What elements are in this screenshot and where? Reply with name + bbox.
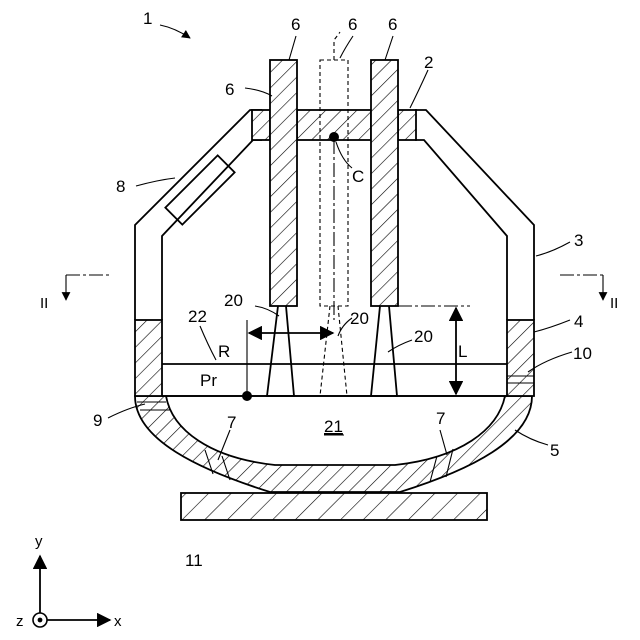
leader-20a <box>255 306 279 316</box>
label-electrode-d: 6 <box>225 80 234 99</box>
leader-C <box>336 142 352 168</box>
label-arc-b: 20 <box>350 309 369 328</box>
leader-22 <box>200 326 216 360</box>
leader-6d <box>245 88 272 96</box>
label-hearth: 5 <box>550 441 559 460</box>
label-roof: 2 <box>424 53 433 72</box>
label-tuyere-right: 7 <box>436 409 445 428</box>
electrode-center-dashed-top <box>334 32 340 60</box>
label-section-left: II <box>40 295 48 312</box>
hearth-shell <box>135 396 532 492</box>
axis-z-dot <box>38 618 43 623</box>
label-arc-c: 20 <box>414 327 433 346</box>
electrode-left <box>270 60 297 306</box>
label-axis-x: x <box>114 613 122 630</box>
label-axis-z: z <box>16 613 24 630</box>
leader-4 <box>534 320 570 332</box>
label-electrode-c: 6 <box>388 15 397 34</box>
leader-8 <box>136 178 175 186</box>
label-point: Pr <box>200 371 217 390</box>
leader-6b <box>340 36 353 58</box>
roof-right <box>398 110 416 140</box>
arc-right <box>371 306 397 396</box>
label-radius: R <box>218 342 230 361</box>
leader-6a <box>289 36 296 60</box>
label-tuyere-left: 7 <box>227 413 236 432</box>
label-electrode-b: 6 <box>348 15 357 34</box>
label-length: L <box>458 342 467 361</box>
port-flange <box>165 155 234 224</box>
leader-5 <box>515 430 548 445</box>
electrode-right <box>371 60 398 306</box>
label-tap-right: 10 <box>573 344 592 363</box>
label-tap-left: 9 <box>93 411 102 430</box>
ring-right <box>507 320 534 396</box>
leader-3 <box>536 242 570 256</box>
leader-1 <box>160 25 190 38</box>
label-slag-level: 22 <box>188 307 207 326</box>
base-plate <box>181 493 487 520</box>
label-electrode-a: 6 <box>291 15 300 34</box>
label-side-wall: 3 <box>574 231 583 250</box>
leader-7r <box>440 430 447 455</box>
label-bath: 21 <box>324 417 343 436</box>
label-section-right: II <box>610 295 618 312</box>
leader-2 <box>410 70 428 108</box>
label-device: 1 <box>143 9 152 28</box>
ring-left <box>135 320 162 396</box>
center-point <box>329 132 339 142</box>
label-center: C <box>352 167 364 186</box>
label-axis-y: y <box>35 533 43 550</box>
label-base: 11 <box>185 551 203 570</box>
roof-left <box>252 110 270 140</box>
label-ring: 4 <box>574 312 583 331</box>
leader-6c <box>385 36 393 60</box>
pr-point <box>242 391 252 401</box>
label-port: 8 <box>116 177 125 196</box>
label-arc-a: 20 <box>224 291 243 310</box>
arc-left <box>267 306 294 396</box>
